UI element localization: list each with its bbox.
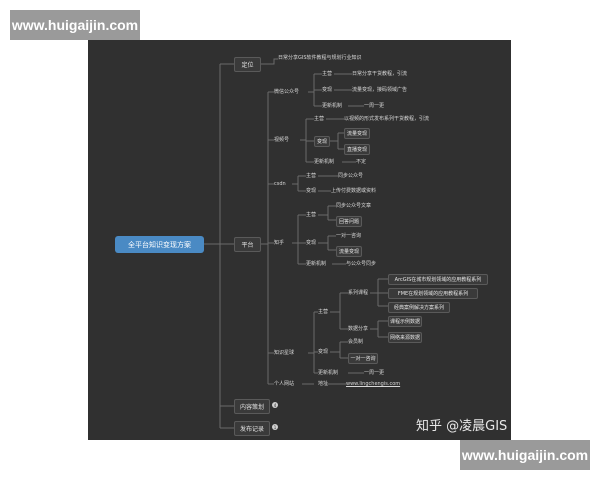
branch-publish-record[interactable]: 发布记录	[234, 421, 270, 436]
wechat-monetize-key: 变现	[322, 87, 333, 93]
planet-course-item-3: 经典案例解决方案系列	[388, 302, 450, 313]
node-personal-site[interactable]: 个人网站	[274, 381, 295, 387]
csdn-main-key: 主营	[306, 173, 317, 179]
zhihu-update-val: 与公众号同步	[346, 261, 377, 267]
zhihu-credit: 知乎 @凌晨GIS	[416, 419, 508, 434]
planet-monetize-val-1: 会员制	[348, 339, 364, 345]
node-wechat[interactable]: 微信公众号	[274, 89, 300, 95]
publish-badge: 1	[272, 424, 278, 430]
video-monetize-val-2: 直播变现	[344, 144, 370, 155]
video-main-val: 以视频的形式发布系列干货教程，引流	[344, 116, 430, 122]
zhihu-main-val-1: 同步公众号文章	[336, 203, 372, 209]
site-address-val[interactable]: www.lingchengis.com	[346, 381, 401, 387]
zhihu-monetize-val-1: 一对一咨询	[336, 233, 362, 239]
watermark-top: www.huigaijin.com	[10, 10, 140, 40]
zhihu-update-key: 更新机制	[306, 261, 327, 267]
planet-data-item-2: 网络来源数据	[388, 332, 422, 343]
planet-update-val: 一周一更	[364, 370, 385, 376]
csdn-monetize-val: 上传付费数据或资料	[331, 188, 377, 194]
zhihu-monetize-key: 变现	[306, 240, 317, 246]
video-monetize-val-1: 流量变现	[344, 128, 370, 139]
planet-update-key: 更新机制	[318, 370, 339, 376]
node-zhihu[interactable]: 知乎	[274, 240, 285, 246]
planet-monetize-key: 变现	[318, 349, 329, 355]
video-update-key: 更新机制	[314, 159, 335, 165]
mindmap-canvas: 全平台知识变现方案 定位 日常分享GIS软件教程与规划行业知识 平台 内容策划 …	[88, 40, 511, 440]
video-main-key: 主营	[314, 116, 325, 122]
wechat-main-val: 日常分享干货教程，引流	[352, 71, 408, 77]
planet-course-item-2: FME在规划领域的应用教程系列	[388, 288, 478, 299]
video-monetize-key: 变现	[314, 136, 330, 147]
content-badge: 4	[272, 402, 278, 408]
watermark-bottom: www.huigaijin.com	[460, 440, 590, 470]
planet-course-item-1: ArcGIS在城市规划领域的应用教程系列	[388, 274, 488, 285]
zhihu-monetize-val-2: 流量变现	[336, 246, 362, 257]
planet-course: 系列课程	[348, 290, 369, 296]
mindmap-connectors	[204, 58, 388, 429]
branch-content-planning[interactable]: 内容策划	[234, 399, 270, 414]
video-update-val: 不定	[356, 159, 367, 165]
planet-monetize-val-2: 一对一咨询	[348, 353, 378, 364]
root-node[interactable]: 全平台知识变现方案	[115, 236, 204, 253]
csdn-main-val: 同步公众号	[338, 173, 364, 179]
wechat-monetize-val: 流量变现，接码领域广告	[352, 87, 408, 93]
branch-platform[interactable]: 平台	[234, 237, 261, 252]
planet-data: 数据分享	[348, 326, 369, 332]
csdn-monetize-key: 变现	[306, 188, 317, 194]
zhihu-main-val-2: 回答问题	[336, 216, 362, 227]
planet-main-key: 主营	[318, 309, 329, 315]
wechat-update-val: 一周一更	[364, 103, 385, 109]
node-video-account[interactable]: 视频号	[274, 137, 290, 143]
zhihu-main-key: 主营	[306, 212, 317, 218]
node-knowledge-planet[interactable]: 知识星球	[274, 350, 295, 356]
wechat-update-key: 更新机制	[322, 103, 343, 109]
wechat-main-key: 主营	[322, 71, 333, 77]
positioning-desc: 日常分享GIS软件教程与规划行业知识	[278, 55, 362, 61]
planet-data-item-1: 课程示例数据	[388, 316, 422, 327]
node-csdn[interactable]: csdn	[274, 181, 286, 187]
branch-positioning[interactable]: 定位	[234, 57, 261, 72]
site-address-key: 地址	[318, 381, 329, 387]
